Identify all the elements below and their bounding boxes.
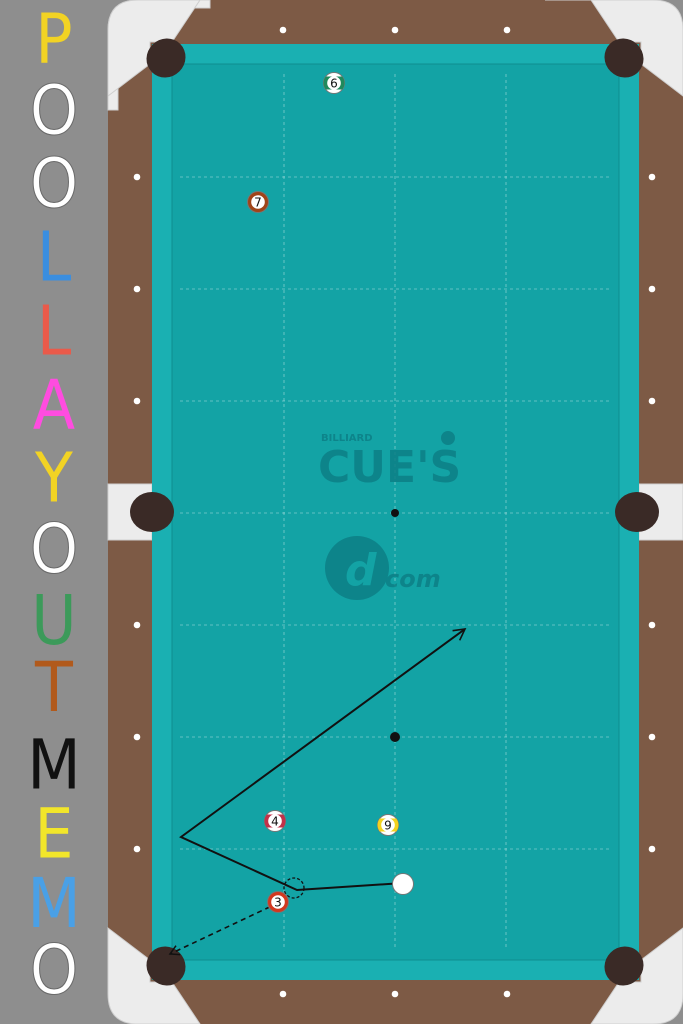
- pocket-middle-right: [615, 492, 659, 532]
- balls[interactable]: 6 7 4 9 3: [247, 72, 400, 913]
- cue-ball[interactable]: [392, 873, 414, 895]
- ball-9[interactable]: 9: [377, 814, 399, 836]
- logo-d-letter: d: [345, 545, 377, 596]
- diamond: [648, 285, 656, 293]
- diamond: [279, 26, 287, 34]
- ball-number: 9: [384, 819, 392, 833]
- logo-main-text: CUE'S: [318, 442, 461, 493]
- diamond: [133, 733, 141, 741]
- title-letter: A: [33, 367, 76, 445]
- rail-diamonds: [133, 26, 656, 998]
- title-letter: T: [34, 649, 73, 727]
- cue-ball-path: [179, 628, 467, 892]
- logo-d-circle: [325, 536, 389, 600]
- diamond: [391, 26, 399, 34]
- title-letter: L: [37, 293, 72, 371]
- ball-number: 7: [254, 196, 262, 210]
- center-spot: [391, 509, 399, 517]
- pocket-top-right: [604, 38, 644, 78]
- pocket-bottom-left: [146, 946, 186, 986]
- diamond: [503, 26, 511, 34]
- ghost-ball: [283, 877, 305, 899]
- pocket-top-left: [146, 38, 186, 78]
- diamond: [279, 990, 287, 998]
- title-letter: L: [37, 219, 72, 297]
- billiard-cues-logo: BILLIARD CUE'S d com: [318, 431, 461, 600]
- diamond: [648, 845, 656, 853]
- ball-7[interactable]: 7: [247, 191, 269, 213]
- title-letter: O: [30, 932, 79, 1010]
- pocket-bottom-right: [604, 946, 644, 986]
- diamond: [648, 733, 656, 741]
- diamond: [133, 397, 141, 405]
- diamond: [133, 621, 141, 629]
- ball-number: 4: [271, 815, 279, 829]
- logo-com-text: com: [385, 565, 441, 593]
- title-letter: O: [30, 72, 79, 150]
- ball-number: 6: [330, 77, 338, 91]
- title-letter: O: [30, 511, 79, 589]
- title-letter: M: [27, 865, 80, 943]
- diamond: [133, 845, 141, 853]
- logo-small-text: BILLIARD: [321, 433, 373, 444]
- ball-3[interactable]: 3: [267, 891, 289, 913]
- ball-6[interactable]: 6: [323, 72, 345, 94]
- pocket-middle-left: [130, 492, 174, 532]
- title-letter: M: [27, 727, 80, 805]
- ball-4[interactable]: 4: [264, 810, 286, 832]
- foot-spot: [390, 732, 400, 742]
- diamond: [648, 397, 656, 405]
- diamond: [133, 173, 141, 181]
- title-letter: O: [30, 146, 79, 224]
- pockets: [130, 38, 659, 986]
- title-letter: U: [31, 582, 76, 660]
- diamond: [648, 621, 656, 629]
- diamond: [133, 285, 141, 293]
- diamond: [391, 990, 399, 998]
- diamond: [648, 173, 656, 181]
- diamond: [503, 990, 511, 998]
- object-ball-path: [168, 902, 279, 956]
- ball-number: 3: [274, 896, 282, 910]
- title-letter: E: [34, 796, 73, 874]
- title-letter: Y: [34, 440, 73, 518]
- title-letter: P: [35, 1, 72, 79]
